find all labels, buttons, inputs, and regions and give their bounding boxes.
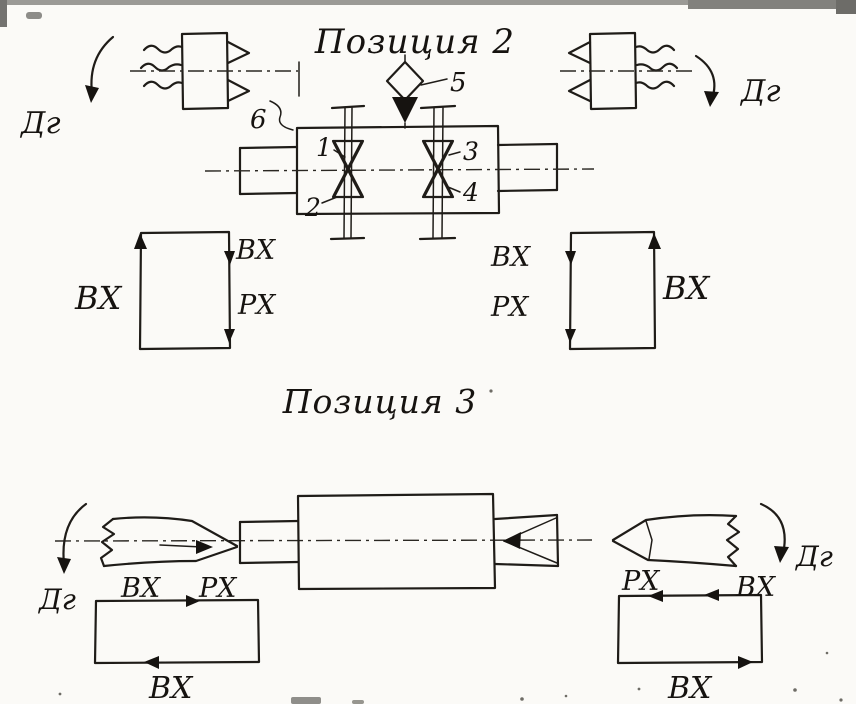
bx-label-left-outer: ВХ [74,279,123,317]
indicator-item5 [385,54,448,129]
callout-1: 1 [316,133,332,162]
px-label-br-top: РХ [621,566,661,597]
position3-title: Позиция 3 [282,382,478,421]
bx-label-bl-top: ВХ [120,573,162,604]
workpiece-pos2 [204,124,595,216]
px-label-bl-top: РХ [198,573,238,604]
paper-speckles [58,389,843,702]
rotation-arrow-left-top [85,35,115,103]
bx-label-bl-bottom: ВХ [148,671,194,704]
bx-label-br-top: ВХ [735,572,777,603]
tool-right-bottom [611,514,741,568]
dg-label-right-top: Дг [739,74,781,109]
cycle-diagram-right-bottom [616,589,764,669]
callout-2: 2 [304,193,321,222]
dg-label-right-bottom: Дг [794,540,833,573]
bx-label-br-bottom: ВХ [667,671,713,704]
workpiece-pos3 [238,492,497,591]
cycle-diagram-left-bottom [93,595,261,669]
dg-label-left-top: Дг [19,106,61,141]
callout-6-leader [269,100,294,131]
rotation-arrow-left-bottom [57,502,88,574]
callout-3: 3 [463,137,479,166]
callout-leaders [321,149,461,204]
position2-title: Позиция 2 [314,22,515,62]
callout-4: 4 [462,178,479,207]
tool-right-center-drill [493,513,560,568]
axis-centerline-pos3 [54,539,593,542]
bx-label-right-top: ВХ [490,242,532,273]
cycle-diagram-left-top [134,230,235,351]
px-label-right: РХ [490,292,530,323]
drive-center-right [560,31,692,111]
cycle-diagram-right-top [565,230,661,351]
cutter-left [329,104,366,241]
drive-center-left [130,31,300,111]
px-label-left: РХ [237,290,277,321]
tool-left-bottom [99,516,239,568]
dg-label-left-bottom: Дг [37,583,76,616]
position2-section: Позиция 2 Дг [19,22,781,351]
cutter-right [418,104,457,241]
bx-label-left-top: ВХ [235,235,277,266]
callout-5: 5 [450,68,467,98]
bx-label-right-outer: ВХ [662,269,711,307]
rotation-arrow-right-top [694,54,719,107]
rotation-arrow-right-bottom [759,502,789,563]
position3-section: Позиция 3 Дг [37,382,833,704]
callout-6: 6 [250,105,267,135]
